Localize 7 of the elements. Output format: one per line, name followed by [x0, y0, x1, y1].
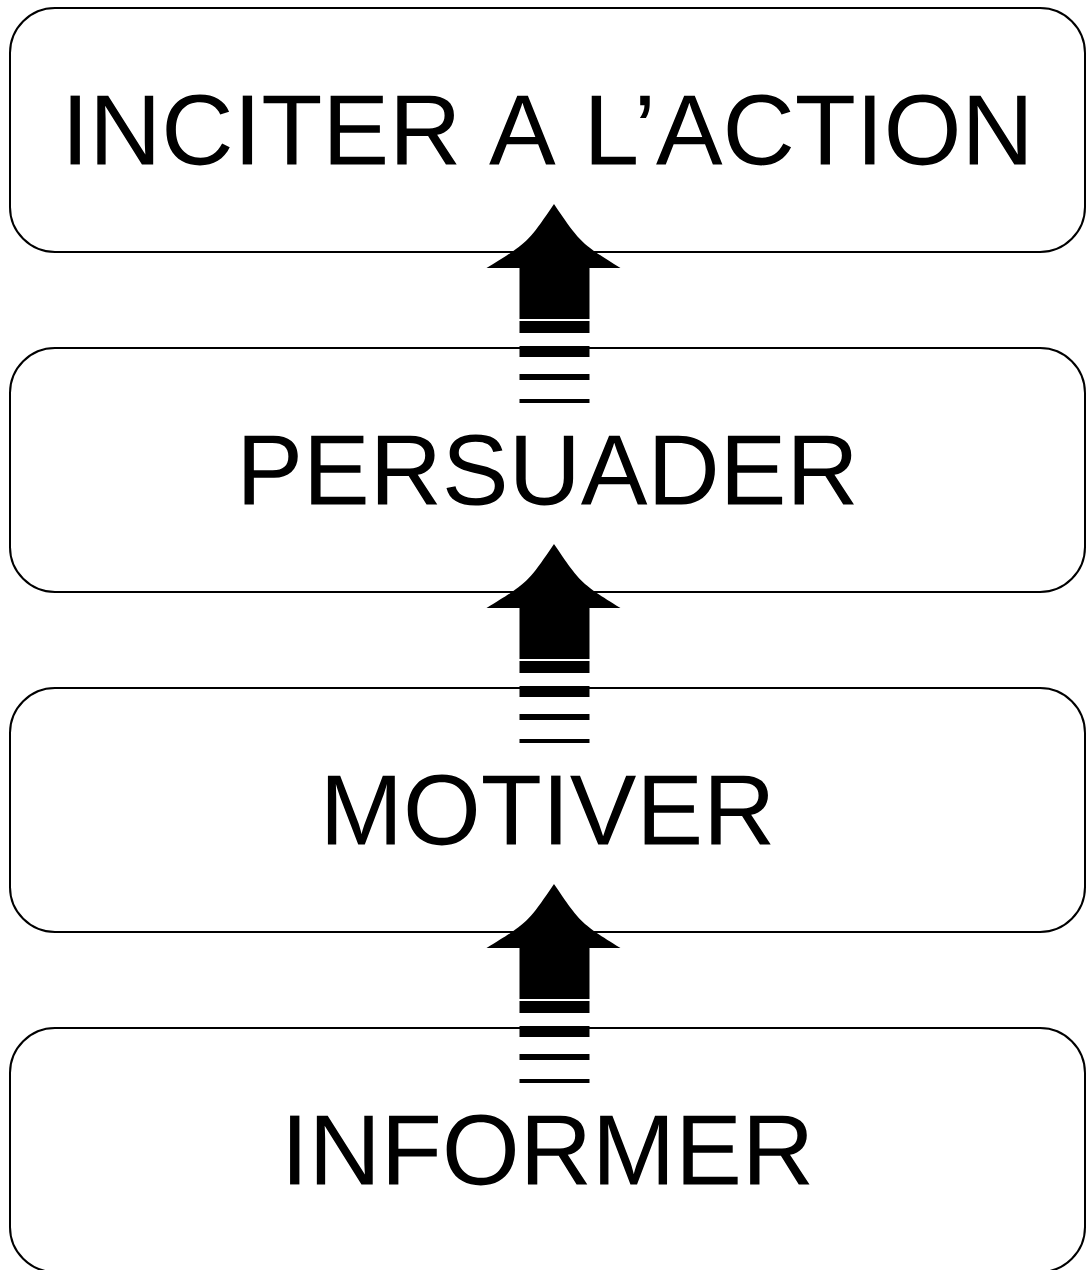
arrow [486, 204, 621, 403]
rounded-box: INFORMER [9, 1027, 1086, 1270]
rounded-box: MOTIVER [9, 687, 1086, 933]
arrow [486, 544, 621, 743]
rounded-box: INCITER A L’ACTION [9, 7, 1086, 253]
arrow [486, 884, 621, 1083]
rounded-box: PERSUADER [9, 347, 1086, 593]
